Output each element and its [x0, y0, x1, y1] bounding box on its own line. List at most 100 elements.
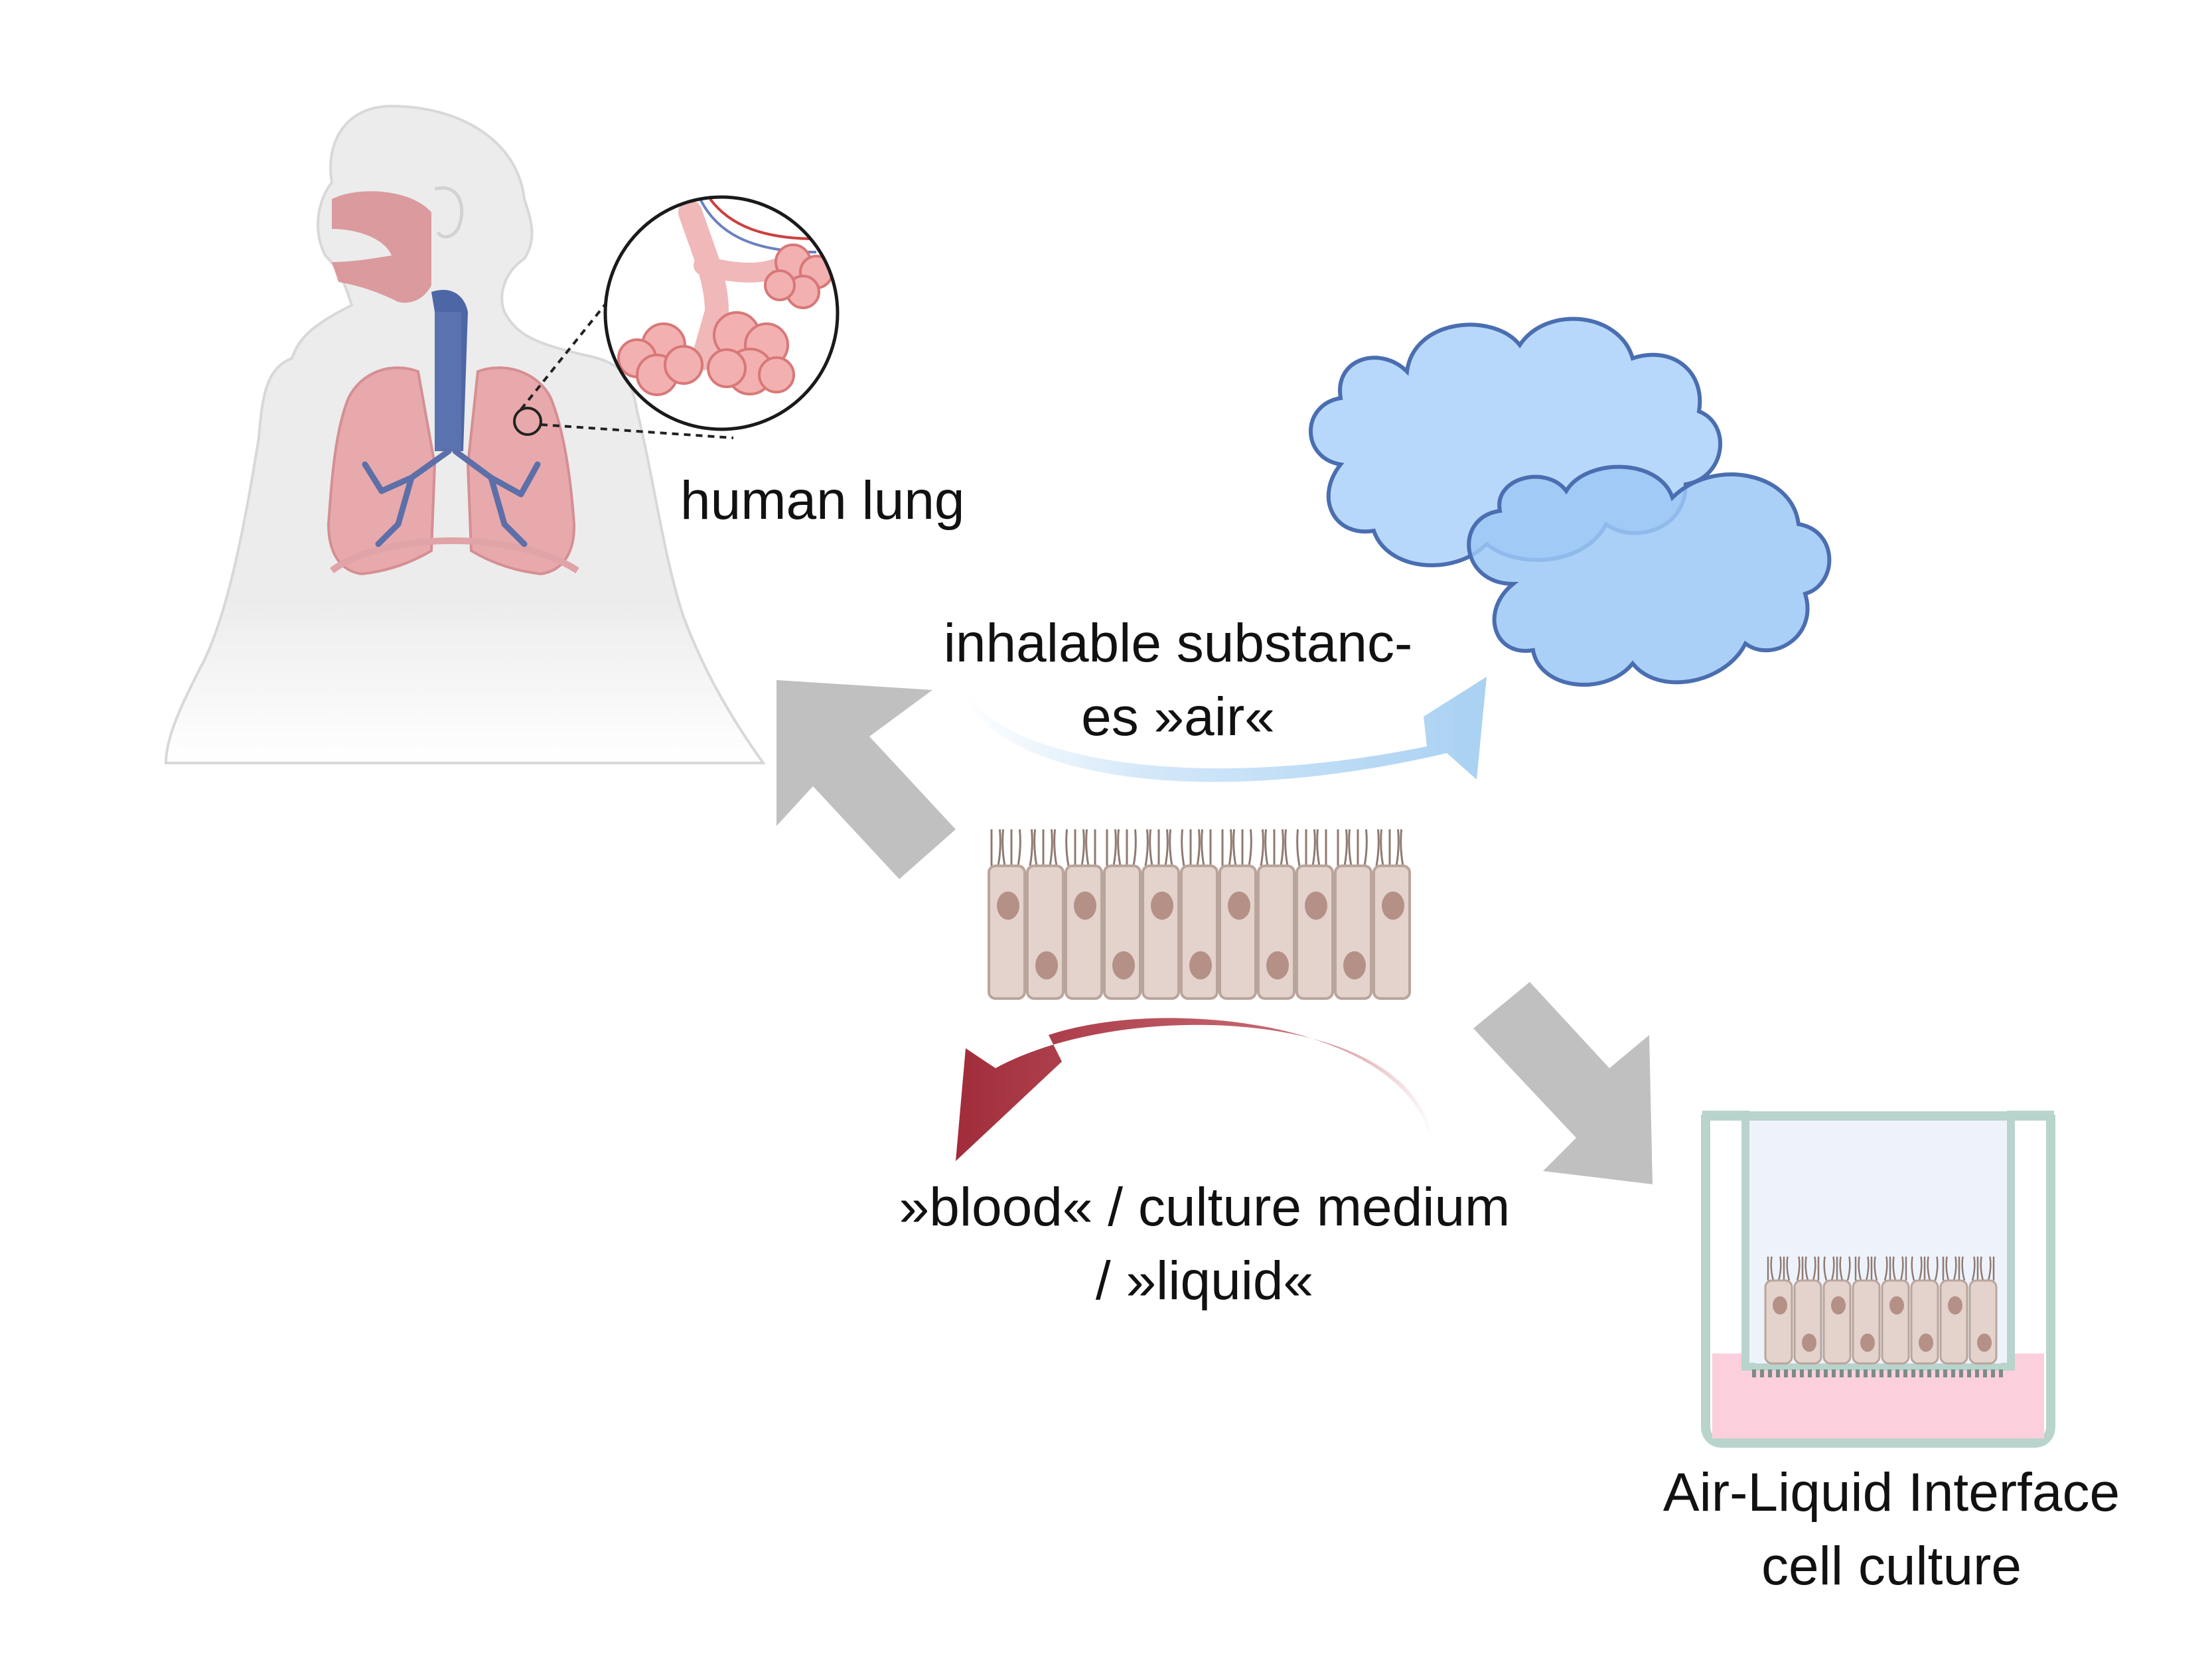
cilium — [1927, 1256, 1931, 1281]
epithelial-cell — [1065, 865, 1103, 1000]
epithelial-cell — [1881, 1279, 1910, 1365]
cilium — [1899, 1256, 1904, 1281]
cilium — [1987, 1256, 1992, 1281]
cilium — [1065, 829, 1070, 866]
cilium — [1284, 829, 1289, 866]
cilium — [1786, 1256, 1791, 1281]
bronchi — [362, 448, 541, 547]
cilium — [1181, 829, 1185, 866]
cloud-icon — [1309, 316, 1832, 687]
cilium — [1918, 1256, 1923, 1281]
cilium — [1053, 829, 1058, 866]
cilium — [1280, 829, 1284, 866]
cilium — [1363, 829, 1368, 866]
blood-line-1: »blood« / culture medium — [899, 1177, 1511, 1237]
cell-nucleus — [1228, 891, 1250, 920]
epithelial-cell — [1822, 1279, 1852, 1365]
nasal-cavity — [332, 191, 431, 303]
cilium — [1777, 1256, 1782, 1281]
cilium — [1971, 1256, 1976, 1281]
cell-nucleus — [1802, 1334, 1816, 1352]
right-lung — [327, 366, 437, 576]
cilium — [997, 829, 1001, 866]
epithelium-icon — [988, 829, 1411, 1000]
cilium — [1892, 1256, 1897, 1281]
cilium — [1796, 1256, 1801, 1281]
cilium — [1196, 829, 1201, 866]
cilium — [1911, 1256, 1915, 1281]
cilium — [1343, 829, 1348, 866]
cilium — [1085, 829, 1090, 866]
ear — [434, 186, 464, 239]
human-lung-label: human lung — [680, 470, 965, 531]
cilium — [1201, 829, 1205, 866]
cilium — [1316, 829, 1321, 866]
cilium — [1961, 1256, 1966, 1281]
cilium — [1296, 829, 1301, 866]
cilium — [1812, 1256, 1816, 1281]
cilium — [1858, 1256, 1862, 1281]
cilium — [1874, 1256, 1878, 1281]
ali-line-2: cell culture — [1761, 1535, 2022, 1596]
cell-nucleus — [1151, 891, 1173, 920]
cell-nucleus — [1773, 1296, 1787, 1315]
cilium — [1953, 1256, 1957, 1281]
grey-arrow-to-lung — [776, 680, 956, 879]
cell-nucleus — [1112, 951, 1135, 980]
diaphragm — [330, 537, 579, 574]
epithelial-cell — [1218, 865, 1257, 1000]
cilium — [1380, 829, 1384, 866]
ali-culture-label: Air-Liquid Interface cell culture — [1626, 1456, 2157, 1603]
blood-culture-medium-label: »blood« / culture medium / »liquid« — [863, 1171, 1546, 1318]
epithelial-cell — [1142, 865, 1180, 1000]
cell-nucleus — [1919, 1334, 1933, 1352]
cilium — [1311, 829, 1316, 866]
inhalable-line-1: inhalable substanc- — [943, 613, 1413, 673]
left-lung — [466, 366, 576, 576]
cell-nucleus — [1189, 951, 1212, 980]
grey-arrow-to-ali — [1473, 982, 1653, 1184]
inhalable-line-2: es »air« — [1081, 686, 1275, 747]
epithelial-cell — [988, 865, 1026, 1000]
cell-nucleus — [1074, 891, 1096, 920]
cilium — [1112, 829, 1117, 866]
cilium — [1017, 829, 1021, 866]
cilium — [1934, 1256, 1939, 1281]
cell-nucleus — [1266, 951, 1289, 980]
alveoli-magnifier-icon — [603, 195, 840, 431]
cilium — [1232, 829, 1237, 866]
cell-nucleus — [1343, 951, 1366, 980]
cell-nucleus — [1889, 1296, 1904, 1315]
cilium — [1149, 829, 1153, 866]
cilium — [1839, 1256, 1844, 1281]
cell-nucleus — [1831, 1296, 1846, 1315]
cilium — [1144, 829, 1149, 866]
epithelial-cell — [1764, 1279, 1793, 1365]
epithelial-cell — [1295, 865, 1334, 1000]
blood-arrow — [956, 1018, 1434, 1161]
ali-line-1: Air-Liquid Interface — [1662, 1462, 2120, 1523]
cilium — [1770, 1256, 1775, 1281]
cilium — [1348, 829, 1353, 866]
cilium — [1805, 1256, 1809, 1281]
cell-nucleus — [1382, 891, 1404, 920]
human-body-icon — [164, 104, 766, 764]
epithelial-cell — [1939, 1279, 1968, 1365]
cell-nucleus — [1860, 1334, 1875, 1352]
cilium — [1823, 1256, 1828, 1281]
cilium — [1846, 1256, 1851, 1281]
cilium — [1945, 1256, 1950, 1281]
cilium — [1169, 829, 1173, 866]
cilium — [1117, 829, 1122, 866]
cell-nucleus — [997, 891, 1019, 920]
transwell-insert-icon — [1701, 1111, 2055, 1448]
cell-nucleus — [1305, 891, 1327, 920]
cilium — [1865, 1256, 1870, 1281]
cilium — [1080, 829, 1085, 866]
cilium — [1883, 1256, 1888, 1281]
cilium — [1260, 829, 1264, 866]
cilium — [1830, 1256, 1835, 1281]
cloud-front — [1467, 464, 1832, 687]
